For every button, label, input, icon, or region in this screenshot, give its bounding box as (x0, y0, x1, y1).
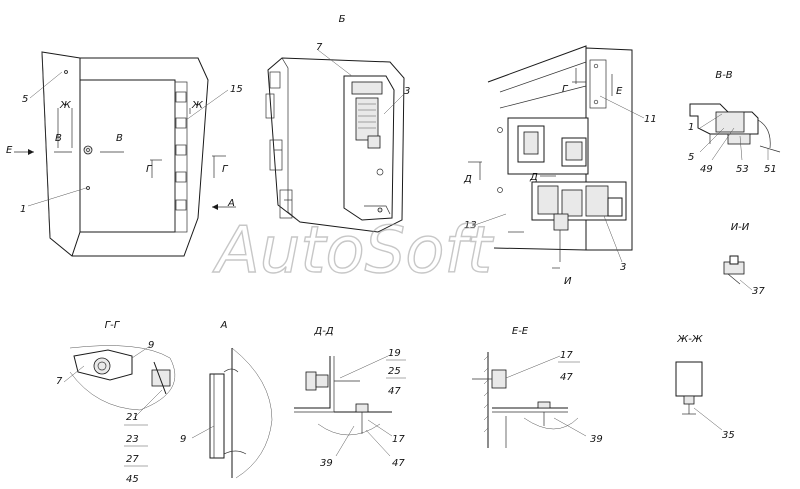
watermark: AutoSoft (212, 214, 495, 288)
view-dd-drawing (294, 356, 392, 436)
callout-7-b: 7 (316, 42, 323, 53)
callout-47-dd: 47 (388, 386, 401, 397)
view-a-drawing (209, 347, 273, 479)
callout-37: 37 (752, 286, 765, 297)
view-title-gg: Г-Г (105, 320, 121, 331)
view-zhzh-drawing (675, 361, 703, 415)
view-vv-drawing (689, 103, 781, 153)
callout-45: 45 (126, 474, 139, 485)
view-title-ii: И-И (731, 222, 750, 233)
view-b-drawing (265, 57, 405, 233)
callout-39-dd: 39 (320, 458, 333, 469)
main-front-view (14, 51, 236, 257)
callout-9-a: 9 (180, 434, 186, 445)
view-ii-drawing (723, 255, 745, 285)
view-title-b: Б (339, 14, 346, 25)
section-marker-g-right: Г (222, 164, 229, 175)
callout-39-ee: 39 (590, 434, 603, 445)
view-title-vv: В-В (715, 70, 732, 81)
view-arrow-a: А (227, 198, 235, 209)
right-assembly-drawing (468, 45, 633, 269)
view-ee-drawing (472, 352, 579, 448)
section-marker-g-left: Г (146, 164, 153, 175)
callout-19: 19 (388, 348, 401, 359)
callout-3-right: 3 (620, 262, 626, 273)
section-marker-i-bottom: И (564, 276, 572, 287)
callout-47-ee: 47 (560, 372, 573, 383)
view-title-a: А (220, 320, 228, 331)
callout-21: 21 (126, 412, 139, 423)
callout-17-dd: 17 (392, 434, 405, 445)
view-gg-drawing (69, 345, 175, 411)
callout-49: 49 (700, 164, 713, 175)
view-title-ee: Е-Е (512, 326, 529, 337)
callout-9-gg: 9 (148, 340, 154, 351)
section-marker-v-left: В (55, 133, 62, 144)
view-title-dd: Д-Д (313, 326, 333, 337)
section-marker-d-mid: Д (529, 172, 538, 183)
callout-53: 53 (736, 164, 749, 175)
section-marker-d-left: Д (463, 174, 472, 185)
section-marker-v-right: В (116, 133, 123, 144)
callout-35: 35 (722, 430, 735, 441)
callout-47-dd2: 47 (392, 458, 405, 469)
section-marker-e-left: Е (6, 145, 13, 156)
callout-5-main: 5 (22, 94, 28, 105)
section-marker-g-top: Г (562, 84, 569, 95)
callout-11: 11 (644, 114, 657, 125)
section-marker-e-top: Е (616, 86, 623, 97)
callout-5-vv: 5 (688, 152, 694, 163)
callout-17-ee: 17 (560, 350, 573, 361)
callout-23: 23 (126, 434, 139, 445)
callout-1-main: 1 (20, 204, 26, 215)
section-marker-zh-right: Ж (191, 100, 204, 111)
callout-15: 15 (230, 84, 243, 95)
callout-1-vv: 1 (688, 122, 694, 133)
section-marker-zh-left: Ж (59, 100, 72, 111)
callout-27: 27 (126, 454, 139, 465)
callout-3-b: 3 (404, 86, 410, 97)
callout-51: 51 (764, 164, 777, 175)
callout-7-gg: 7 (56, 376, 63, 387)
callout-13: 13 (464, 220, 477, 231)
view-title-zhzh: Ж-Ж (676, 334, 703, 345)
callout-25: 25 (388, 366, 401, 377)
